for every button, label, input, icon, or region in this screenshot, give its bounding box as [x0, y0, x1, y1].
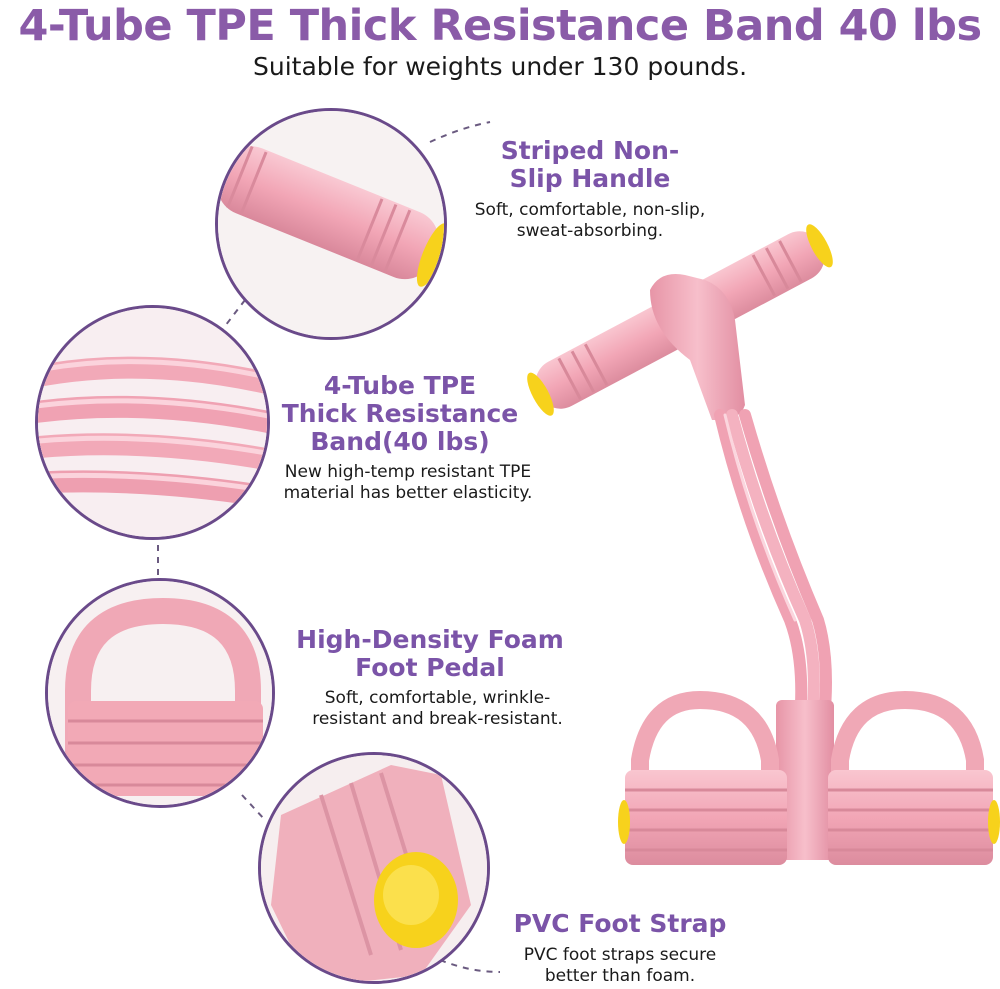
feature-handle-desc: Soft, comfortable, non-slip, sweat-absor…	[474, 200, 706, 241]
tubes-icon	[38, 308, 267, 537]
strap-icon	[261, 755, 487, 981]
handle-icon	[218, 111, 444, 337]
page-subtitle: Suitable for weights under 130 pounds.	[252, 52, 748, 81]
feature-tubes-desc: New high-temp resistant TPE material has…	[283, 462, 533, 503]
feature-pedal-title: High-Density Foam Foot Pedal	[296, 625, 564, 682]
strap-closeup-circle	[258, 752, 490, 984]
feature-handle-title: Striped Non- Slip Handle	[500, 136, 680, 193]
handle-closeup-circle	[215, 108, 447, 340]
pedal-closeup-circle	[45, 578, 275, 808]
pedal-icon	[48, 581, 272, 805]
tubes-closeup-circle	[35, 305, 270, 540]
feature-pedal-desc: Soft, comfortable, wrinkle- resistant an…	[312, 688, 563, 729]
feature-tubes-title: 4-Tube TPE Thick Resistance Band(40 lbs)	[281, 371, 519, 456]
page-title: 4-Tube TPE Thick Resistance Band 40 lbs	[18, 1, 982, 51]
feature-strap-desc: PVC foot straps secure better than foam.	[523, 945, 717, 986]
feature-strap-title: PVC Foot Strap	[513, 909, 727, 938]
